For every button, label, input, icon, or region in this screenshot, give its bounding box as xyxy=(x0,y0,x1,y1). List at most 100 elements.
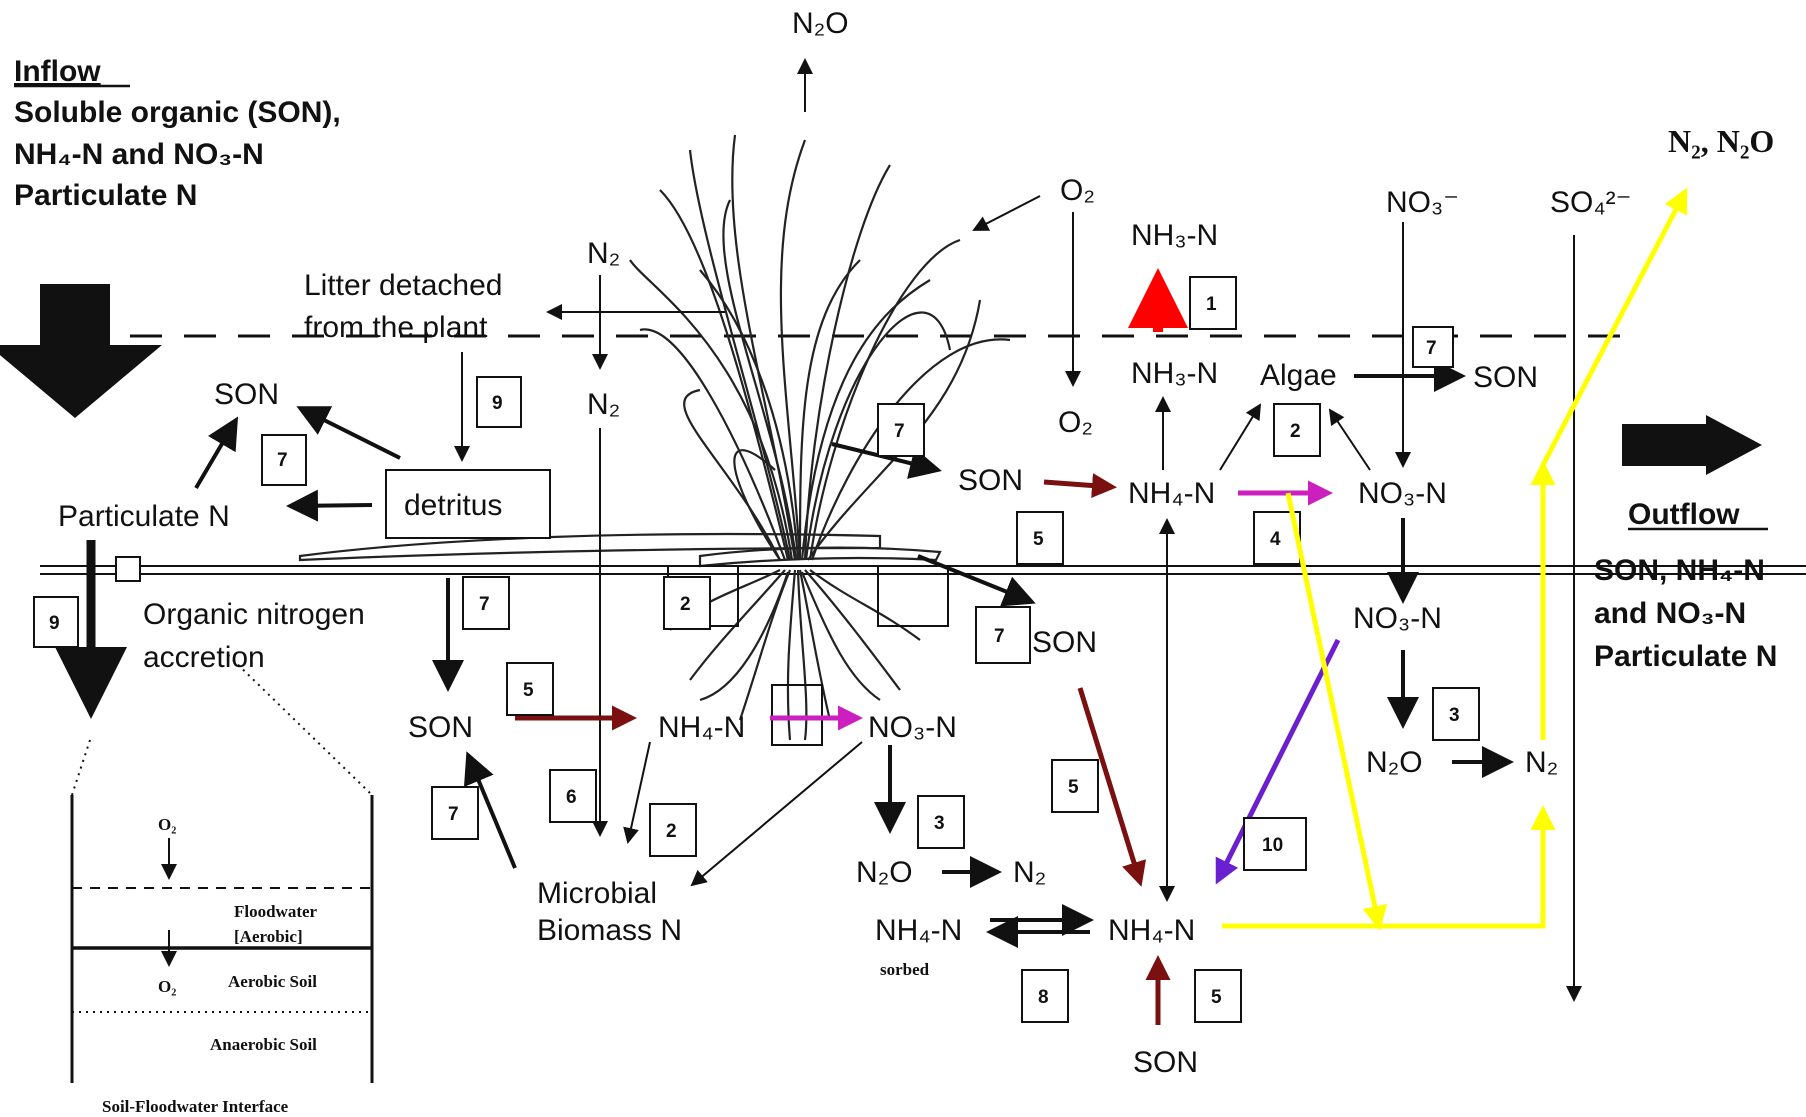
nh4-sorbed-label: NH₄-N xyxy=(875,914,962,947)
denitrification-nh4-path xyxy=(1222,805,1556,929)
num-box-7-algae xyxy=(1412,326,1454,368)
inset-o2-bottom: O₂ xyxy=(158,977,176,996)
num-3-soil: 3 xyxy=(1449,705,1460,726)
root-box-right xyxy=(877,565,949,627)
num-3-root: 3 xyxy=(934,813,945,834)
detritus-box xyxy=(385,469,551,539)
inset-floodwater-1: Floodwater xyxy=(234,902,318,921)
org-accretion-line-2: accretion xyxy=(143,641,265,674)
detritus-label: detritus xyxy=(404,489,502,522)
nh4-to-algae-arrow xyxy=(1219,403,1262,471)
nh4-bottom-label: NH₄-N xyxy=(1108,914,1195,947)
num-7-algae: 7 xyxy=(1426,338,1437,359)
outflow-big-arrow xyxy=(1622,415,1762,475)
n2o-top-label: N₂O xyxy=(792,7,849,40)
outflow-title: Outflow xyxy=(1628,498,1740,531)
o2-air-label: O₂ xyxy=(1060,174,1095,207)
son-soil-right-label: SON xyxy=(1032,626,1097,659)
so4-ion-label: SO₄²⁻ xyxy=(1550,186,1631,219)
outflow-line-3: Particulate N xyxy=(1594,640,1777,673)
son-algae-label: SON xyxy=(1473,361,1538,394)
inflow-title: Inflow xyxy=(14,55,101,88)
num-7-soil: 7 xyxy=(479,594,490,615)
num-2-root: 2 xyxy=(680,594,691,615)
inset-caption: Soil-Floodwater Interface xyxy=(102,1097,289,1116)
num-box-7-left xyxy=(261,434,307,486)
no3-ion-label: NO₃⁻ xyxy=(1386,186,1459,219)
inset-o2-top: O₂ xyxy=(158,815,176,834)
num-box-6 xyxy=(549,769,597,823)
num-7-micro: 7 xyxy=(448,804,459,825)
num-7-left: 7 xyxy=(277,450,288,471)
o2-water-label: O₂ xyxy=(1058,406,1093,439)
no3-to-algae-arrow xyxy=(1328,408,1371,471)
o2-to-plant-arrow xyxy=(972,195,1041,231)
num-5-bottom: 5 xyxy=(1211,987,1222,1008)
nh4-water-label: NH₄-N xyxy=(1128,477,1215,510)
inflow-line-3: Particulate N xyxy=(14,179,197,212)
num-box-1 xyxy=(1189,276,1237,330)
num-1: 1 xyxy=(1206,294,1217,315)
outflow-line-1: SON, NH₄-N xyxy=(1594,554,1765,587)
num-box-7-soil xyxy=(462,576,510,630)
nh4-root-label: NH₄-N xyxy=(658,711,745,744)
num-box-7-micro xyxy=(431,786,479,840)
num-box-9-litter xyxy=(476,376,522,428)
soil-floodwater-inset xyxy=(70,654,374,1083)
son-mid-left-label: SON xyxy=(408,711,473,744)
no3-soil-label: NO₃-N xyxy=(1353,602,1442,635)
n2-root-label: N₂ xyxy=(1013,856,1046,889)
num-box-5-soil xyxy=(1051,759,1099,813)
particulate-to-son-arrow xyxy=(194,416,239,490)
n2-n2o-out-label: N₂, N₂O xyxy=(1668,123,1774,159)
son-water-label: SON xyxy=(958,464,1023,497)
n2-water-label: N₂ xyxy=(587,388,620,421)
microbial-label-line-2: Biomass N xyxy=(537,914,682,947)
outflow-line-2: and NO₃-N xyxy=(1594,597,1746,630)
no3-root-label: NO₃-N xyxy=(868,711,957,744)
son-to-nh4-water-arrow xyxy=(1043,473,1117,498)
denitrification-out-path xyxy=(1540,187,1688,467)
n2-soil-label: N₂ xyxy=(1525,746,1558,779)
num-5-water: 5 xyxy=(1033,529,1044,550)
num-2-algae: 2 xyxy=(1290,421,1301,442)
num-box-7-plant xyxy=(877,403,925,457)
nh4-to-microbial-arrow xyxy=(623,741,651,844)
num-5-root: 5 xyxy=(523,680,534,701)
litter-label-line-2: from the plant xyxy=(304,311,488,344)
num-7-son-right: 7 xyxy=(994,626,1005,647)
num-9-litter: 9 xyxy=(492,393,503,414)
num-box-5-root xyxy=(506,662,554,716)
litter-label-line-1: Litter detached xyxy=(304,269,502,302)
num-box-9-left xyxy=(33,596,79,648)
no3-water-label: NO₃-N xyxy=(1358,477,1447,510)
num-box-2-micro xyxy=(649,803,697,857)
inset-floodwater-2: [Aerobic] xyxy=(234,927,303,946)
num-box-2-algae xyxy=(1273,403,1321,457)
num-4: 4 xyxy=(1270,529,1281,550)
num-7-plant: 7 xyxy=(894,421,905,442)
no3-to-microbial-arrow xyxy=(690,741,863,887)
num-box-8 xyxy=(1021,969,1069,1023)
detritus-to-son-arrow xyxy=(296,406,401,460)
n2o-root-label: N₂O xyxy=(856,856,913,889)
org-accretion-line-1: Organic nitrogen xyxy=(143,598,365,631)
inflow-line-2: NH₄-N and NO₃-N xyxy=(14,138,264,171)
num-box-5-bottom xyxy=(1194,969,1242,1023)
inflow-line-1: Soluble organic (SON), xyxy=(14,96,341,129)
root-box-bottom xyxy=(771,684,823,746)
interface-small-box xyxy=(115,556,141,582)
plant-illustration xyxy=(298,134,1011,746)
num-9-left: 9 xyxy=(49,613,60,634)
n2-air-label: N₂ xyxy=(587,237,620,270)
son-bottom-label: SON xyxy=(1133,1046,1198,1079)
inset-aerobic-soil: Aerobic Soil xyxy=(228,972,317,991)
num-box-3-soil xyxy=(1432,687,1480,741)
sorbed-label: sorbed xyxy=(880,960,930,979)
num-box-3-root xyxy=(917,795,965,849)
num-box-5-water xyxy=(1016,511,1064,565)
nh3-air-label: NH₃-N xyxy=(1131,219,1218,252)
son-upper-left: SON xyxy=(214,378,279,411)
num-2-micro: 2 xyxy=(666,821,677,842)
